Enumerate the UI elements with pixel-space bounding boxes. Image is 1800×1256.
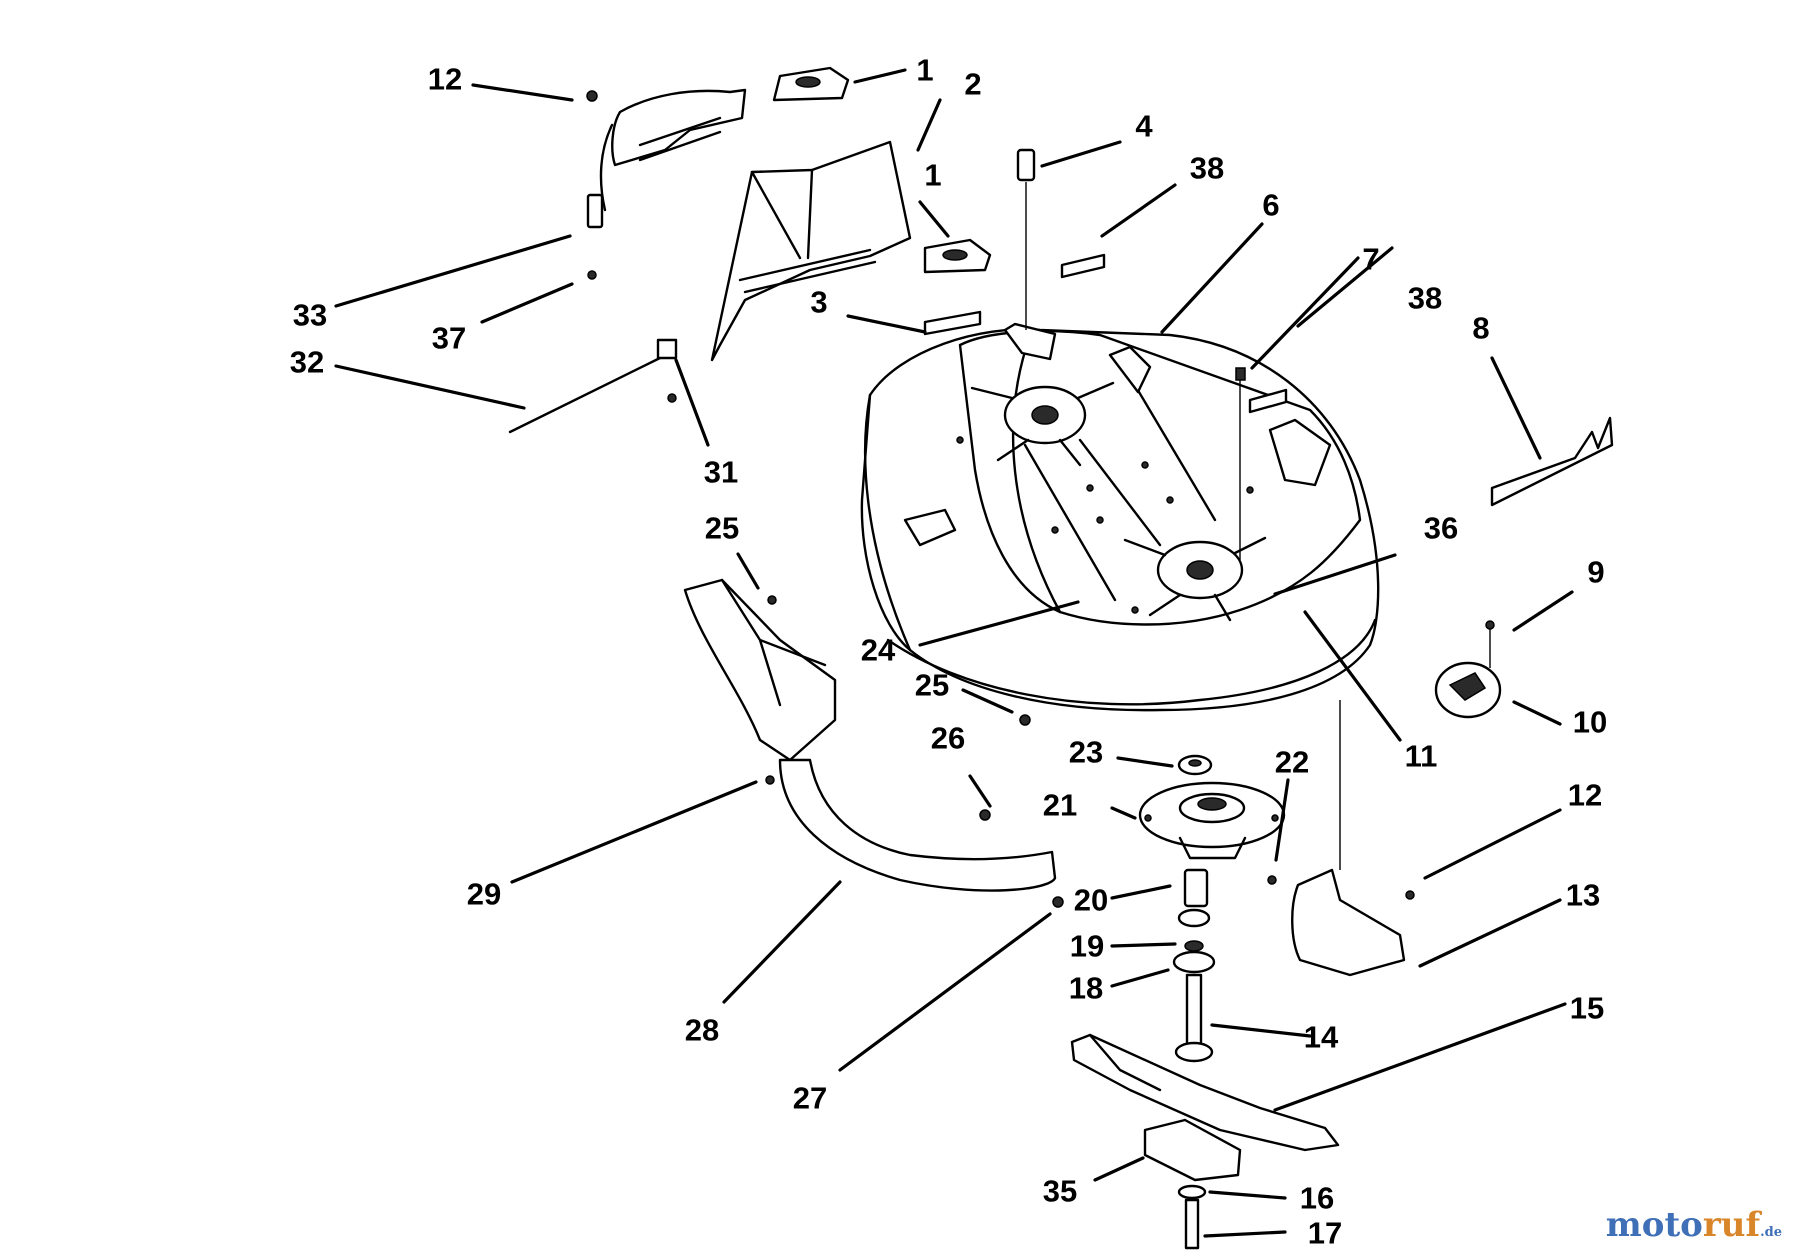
chute-mount-plate-upper [772,66,850,102]
decal-8 [1490,416,1614,507]
spindle-housing-21 [1138,781,1286,860]
callout-36: 36 [1423,510,1459,546]
baffle-28 [778,758,1057,892]
callout-6: 6 [1262,187,1280,223]
rod-32 [508,338,678,434]
bolt-7 [1235,367,1246,560]
watermark-part2: ruf [1702,1205,1761,1245]
decal-parts [923,253,1288,414]
callout-15: 15 [1569,990,1605,1026]
shield-13 [1291,700,1406,977]
callout-16: 16 [1299,1180,1335,1216]
callout-25-upper: 25 [704,510,740,546]
callout-32: 32 [289,344,325,380]
callout-12-lower: 12 [1567,777,1603,813]
callout-29: 29 [466,876,502,912]
hardware-dots [586,90,1495,908]
blade-adapter-35 [1143,1118,1242,1182]
callout-37: 37 [431,320,467,356]
mower-deck-housing [860,322,1380,712]
callout-28: 28 [684,1012,720,1048]
callout-21: 21 [1042,787,1078,823]
callout-35: 35 [1042,1173,1078,1209]
watermark-logo: motoruf.de [1606,1208,1782,1242]
blade-15 [1070,1033,1340,1152]
callout-1-lower: 1 [924,157,942,193]
callout-20: 20 [1073,882,1109,918]
callout-10: 10 [1572,704,1608,740]
callout-8: 8 [1472,310,1490,346]
callout-38-upper: 38 [1189,150,1225,186]
discharge-chute [710,140,912,362]
callout-23: 23 [1068,734,1104,770]
callout-33: 33 [292,297,328,333]
watermark-part1: moto [1605,1205,1703,1245]
callout-31: 31 [703,454,739,490]
callout-17: 17 [1307,1215,1343,1251]
watermark-suffix: .de [1760,1225,1782,1240]
callout-38-lower: 38 [1407,280,1443,316]
callout-3: 3 [810,284,828,320]
callout-27: 27 [792,1080,828,1116]
callout-22: 22 [1274,744,1310,780]
chute-mount-plate-lower [923,238,992,274]
callout-24: 24 [860,632,896,668]
callout-7: 7 [1362,241,1380,277]
callout-19: 19 [1069,928,1105,964]
bearing-23 [1177,754,1213,776]
callout-12-upper: 12 [427,61,463,97]
callout-2: 2 [964,66,982,102]
leader-lines [334,68,1574,1238]
callout-11: 11 [1404,738,1438,774]
callout-13: 13 [1565,877,1601,913]
baffle-29 [683,578,837,762]
callout-26: 26 [930,720,966,756]
callout-1-upper: 1 [916,52,934,88]
callout-14: 14 [1303,1019,1339,1055]
callout-9: 9 [1587,554,1605,590]
chute-deflector-assembly [586,88,747,229]
callout-4: 4 [1135,108,1153,144]
bolt-4 [1016,148,1036,330]
height-adjust-knob [1434,628,1502,719]
callout-25-lower: 25 [914,667,950,703]
spacer-20 [1183,868,1209,908]
bolt-16-17 [1177,1184,1207,1250]
callout-18: 18 [1068,970,1104,1006]
spindle-shaft-14 [1174,973,1214,1063]
bearing-19-18 [1172,908,1216,974]
